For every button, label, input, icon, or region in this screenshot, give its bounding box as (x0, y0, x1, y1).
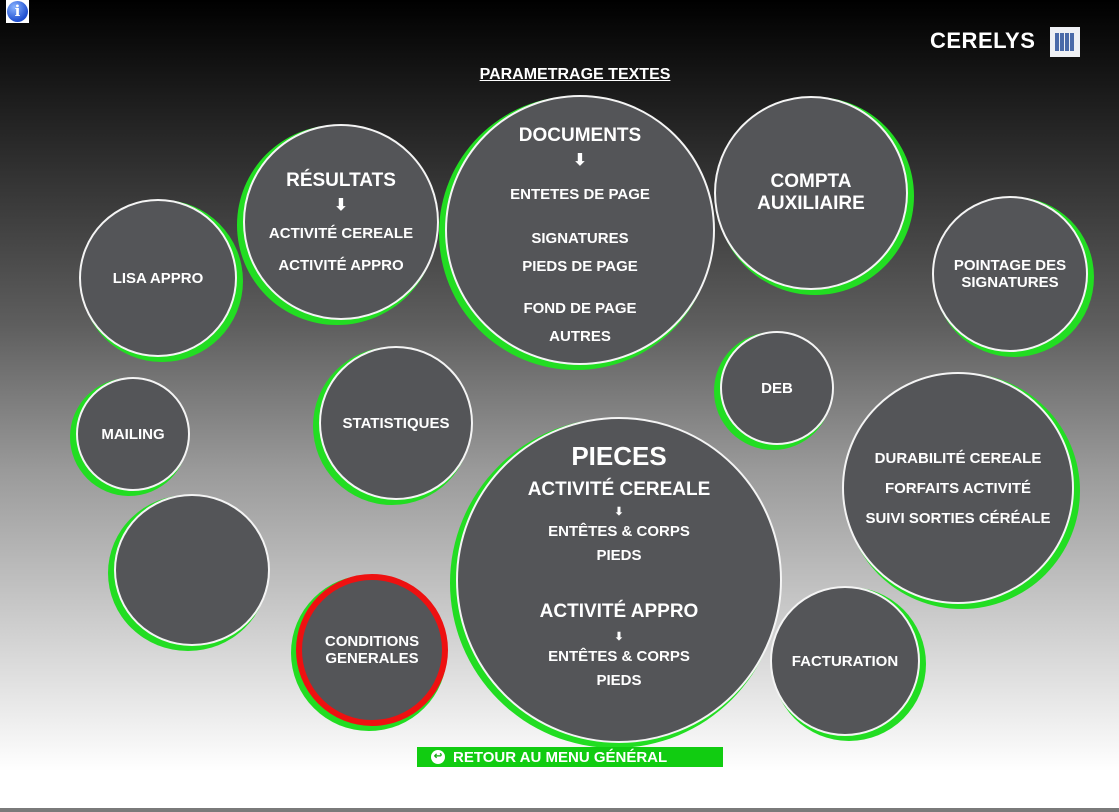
resultats-title: RÉSULTATS (286, 170, 396, 191)
documents-autres-link[interactable]: AUTRES (549, 328, 611, 345)
arrow-down-icon: ⬇ (614, 506, 624, 518)
arrow-down-icon: ⬇ (334, 197, 348, 214)
circle-conditions-generales[interactable]: CONDITIONS GENERALES (296, 574, 448, 726)
pieces-cereale-pieds-link[interactable]: PIEDS (596, 547, 642, 564)
return-main-menu-button[interactable]: ↩ RETOUR AU MENU GÉNÉRAL (417, 747, 723, 767)
return-label: RETOUR AU MENU GÉNÉRAL (453, 748, 668, 766)
compta-title: COMPTA AUXILIAIRE (757, 171, 865, 214)
circle-resultats[interactable]: RÉSULTATS ⬇ ACTIVITÉ CEREALE ACTIVITÉ AP… (243, 124, 439, 320)
circle-pointage-signatures[interactable]: POINTAGE DES SIGNATURES (932, 196, 1088, 352)
facturation-title: FACTURATION (791, 652, 899, 670)
circle-statistiques[interactable]: STATISTIQUES (319, 346, 473, 500)
lisa-title: LISA APPRO (112, 269, 204, 287)
documents-title: DOCUMENTS (518, 125, 642, 146)
statistiques-title: STATISTIQUES (342, 414, 450, 432)
info-icon[interactable]: i (6, 0, 29, 23)
circle-durabilite[interactable]: DURABILITÉ CEREALE FORFAITS ACTIVITÉ SUI… (842, 372, 1074, 604)
pieces-appro-title: ACTIVITÉ APPRO (539, 601, 699, 622)
return-icon: ↩ (431, 750, 445, 764)
resultats-appro-link[interactable]: ACTIVITÉ APPRO (278, 257, 404, 274)
pointage-title: POINTAGE DES SIGNATURES (953, 257, 1067, 291)
circle-empty[interactable] (114, 494, 270, 646)
circle-compta-auxiliaire[interactable]: COMPTA AUXILIAIRE (714, 96, 908, 290)
brand-name: CERELYS (930, 28, 1036, 53)
forfaits-link[interactable]: FORFAITS ACTIVITÉ (884, 479, 1032, 497)
pieces-cereale-title: ACTIVITÉ CEREALE (527, 479, 711, 500)
circle-lisa-appro[interactable]: LISA APPRO (79, 199, 237, 357)
pieces-cereale-entetes-link[interactable]: ENTÊTES & CORPS (548, 523, 690, 540)
pieces-title: PIECES (571, 441, 667, 471)
building-icon[interactable] (1050, 27, 1080, 57)
page-title: PARAMETRAGE TEXTES (479, 66, 671, 83)
deb-title: DEB (761, 379, 793, 397)
documents-pieds-link[interactable]: PIEDS DE PAGE (522, 258, 638, 275)
arrow-down-icon: ⬇ (614, 631, 624, 643)
circle-mailing[interactable]: MAILING (76, 377, 190, 491)
circle-pieces[interactable]: PIECES ACTIVITÉ CEREALE ⬇ ENTÊTES & CORP… (456, 417, 782, 743)
arrow-down-icon: ⬇ (573, 152, 587, 169)
circle-deb[interactable]: DEB (720, 331, 834, 445)
bottom-divider (0, 808, 1119, 812)
suivi-sorties-link[interactable]: SUIVI SORTIES CÉRÉALE (865, 509, 1051, 527)
pieces-appro-pieds-link[interactable]: PIEDS (596, 672, 642, 689)
circle-facturation[interactable]: FACTURATION (770, 586, 920, 736)
mailing-title: MAILING (101, 425, 165, 443)
pieces-appro-entetes-link[interactable]: ENTÊTES & CORPS (548, 648, 690, 665)
durabilite-link[interactable]: DURABILITÉ CEREALE (874, 449, 1042, 467)
documents-entetes-link[interactable]: ENTETES DE PAGE (510, 186, 650, 203)
documents-fond-link[interactable]: FOND DE PAGE (523, 300, 637, 317)
conditions-title: CONDITIONS GENERALES (324, 633, 420, 667)
resultats-cereale-link[interactable]: ACTIVITÉ CEREALE (268, 225, 414, 242)
documents-signatures-link[interactable]: SIGNATURES (531, 230, 629, 247)
circle-documents[interactable]: DOCUMENTS ⬇ ENTETES DE PAGE SIGNATURES P… (445, 95, 715, 365)
